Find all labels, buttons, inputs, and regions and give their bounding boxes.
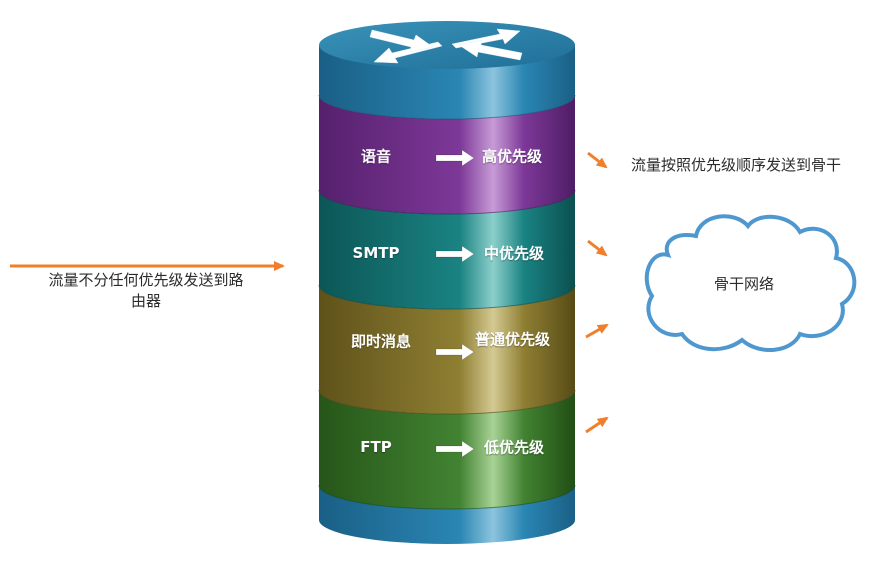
band-voice-name: 语音 <box>360 147 392 166</box>
band-voice-arrow <box>435 149 475 167</box>
band-smtp <box>318 190 576 310</box>
incoming-traffic-label-line2: 由器 <box>130 292 161 310</box>
router-crossed-arrows-icon <box>369 28 523 64</box>
backbone-cloud-label: 骨干网络 <box>714 275 775 293</box>
band-im-arrow <box>435 343 475 361</box>
band-voice <box>318 95 576 215</box>
backbone-cloud-icon <box>644 214 857 353</box>
outgoing-arrow-high <box>587 151 608 169</box>
band-im-priority: 普通优先级 <box>475 330 551 349</box>
band-im-name: 即时消息 <box>350 332 412 351</box>
band-ftp-arrow <box>435 440 475 458</box>
band-smtp-priority: 中优先级 <box>484 244 545 263</box>
outgoing-arrow-low <box>585 416 609 434</box>
incoming-traffic-label-line1: 流量不分任何优先级发送到路 <box>48 271 244 289</box>
band-arrows <box>435 149 475 458</box>
band-smtp-arrow <box>435 245 475 263</box>
band-voice-priority: 高优先级 <box>482 147 543 166</box>
outgoing-arrow-normal <box>585 323 609 339</box>
router-top-cap <box>318 21 576 120</box>
band-smtp-name: SMTP <box>352 244 400 262</box>
band-ftp-priority: 低优先级 <box>484 438 545 457</box>
outgoing-arrow-medium <box>587 239 608 257</box>
outgoing-traffic-label: 流量按照优先级顺序发送到骨干 <box>631 156 842 174</box>
incoming-traffic-label: 流量不分任何优先级发送到路 由器 <box>26 270 266 312</box>
band-ftp-name: FTP <box>360 438 392 456</box>
